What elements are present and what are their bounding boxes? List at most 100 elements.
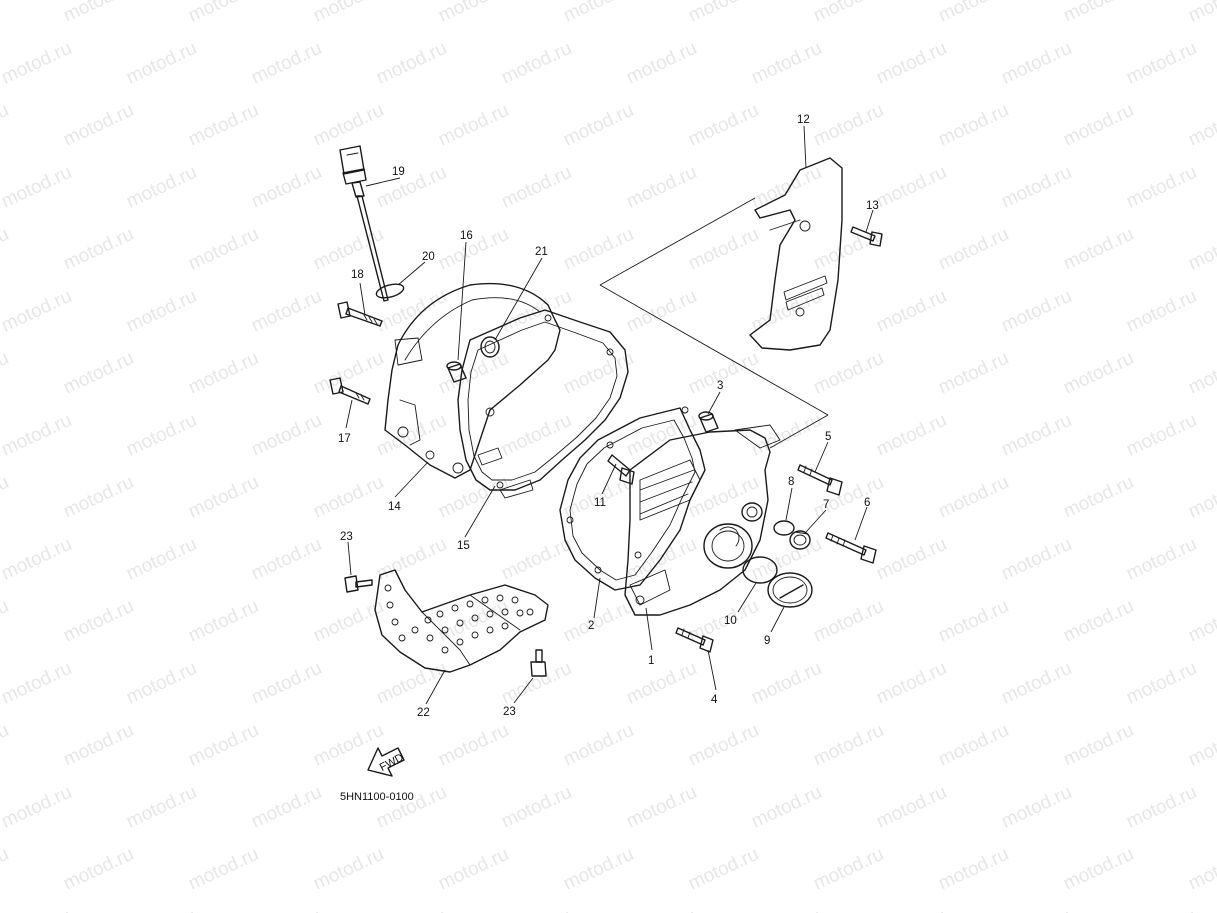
watermark-text: motod.ru: [185, 100, 262, 151]
watermark-text: motod.ru: [1123, 534, 1200, 585]
watermark-text: motod.ru: [0, 100, 12, 151]
bolt-part-18: [337, 301, 383, 327]
o-ring-part-8: [773, 520, 795, 536]
callout-17: 17: [338, 433, 351, 445]
callout-21: 21: [535, 246, 548, 258]
o-ring-part-20: [375, 283, 405, 299]
watermark-text: motod.ru: [810, 720, 887, 771]
callout-23-upper: 23: [340, 531, 353, 543]
watermark-text: motod.ru: [0, 720, 12, 771]
watermark-text: motod.ru: [935, 472, 1012, 523]
bolt-part-4: [675, 627, 714, 653]
watermark-text: motod.ru: [623, 534, 700, 585]
watermark-text: motod.ru: [0, 348, 12, 399]
watermark-text: motod.ru: [498, 38, 575, 89]
watermark-text: motod.ru: [685, 844, 762, 895]
watermark-text: motod.ru: [373, 162, 450, 213]
watermark-text: motod.ru: [935, 224, 1012, 275]
watermark-text: motod.ru: [1185, 720, 1217, 771]
callout-16: 16: [460, 230, 473, 242]
watermark-text: motod.ru: [748, 38, 825, 89]
crankcase-cover-part-14: [384, 282, 561, 479]
watermark-text: motod.ru: [0, 472, 12, 523]
watermark-text: motod.ru: [998, 162, 1075, 213]
watermark-text: motod.ru: [310, 348, 387, 399]
watermark-text: motod.ru: [1185, 596, 1217, 647]
watermark-text: motod.ru: [123, 658, 200, 709]
watermark-text: motod.ru: [623, 286, 700, 337]
part-code: 5HN1100-0100: [340, 791, 414, 803]
watermark-text: motod.ru: [373, 410, 450, 461]
watermark-text: motod.ru: [435, 100, 512, 151]
watermark-text: motod.ru: [1123, 906, 1200, 913]
watermark-text: motod.ru: [560, 0, 637, 27]
watermark-text: motod.ru: [498, 162, 575, 213]
watermark-text: motod.ru: [935, 0, 1012, 27]
watermark-text: motod.ru: [1060, 0, 1137, 27]
watermark-text: motod.ru: [60, 0, 137, 27]
callout-7: 7: [823, 499, 829, 511]
watermark-text: motod.ru: [373, 906, 450, 913]
watermark-text: motod.ru: [998, 38, 1075, 89]
watermark-text: motod.ru: [560, 596, 637, 647]
bolt-part-17: [329, 377, 371, 405]
watermark-text: motod.ru: [435, 224, 512, 275]
watermark-text: motod.ru: [0, 162, 75, 213]
watermark-text: motod.ru: [748, 782, 825, 833]
watermark-text: motod.ru: [435, 472, 512, 523]
watermark-text: motod.ru: [185, 224, 262, 275]
watermark-text: motod.ru: [248, 410, 325, 461]
callout-2: 2: [588, 620, 594, 632]
watermark-text: motod.ru: [310, 844, 387, 895]
watermark-text: motod.ru: [1123, 38, 1200, 89]
pin-part-11: [607, 454, 635, 485]
callout-23-lower: 23: [503, 706, 516, 718]
watermark-text: motod.ru: [0, 906, 75, 913]
watermark-text: motod.ru: [373, 658, 450, 709]
cap-part-9: [767, 572, 813, 608]
watermark-text: motod.ru: [123, 286, 200, 337]
dowel-pin-part-3: [698, 411, 719, 433]
watermark-text: motod.ru: [873, 534, 950, 585]
callout-14: 14: [388, 501, 401, 513]
watermark-text: motod.ru: [248, 782, 325, 833]
callout-labels: 19 20 18 16 21 17 14 15 12 13 3 11 5 8 7…: [338, 114, 879, 719]
bolt-part-23-lower: [530, 649, 547, 677]
watermark-text: motod.ru: [248, 162, 325, 213]
watermark-text: motod.ru: [123, 162, 200, 213]
watermark-text: motod.ru: [685, 0, 762, 27]
plug-part-7: [789, 530, 811, 550]
callout-12: 12: [797, 114, 810, 126]
watermark-text: motod.ru: [685, 100, 762, 151]
watermark-text: motod.ru: [498, 906, 575, 913]
watermark-text: motod.ru: [123, 38, 200, 89]
watermark-text: motod.ru: [185, 596, 262, 647]
watermark-text: motod.ru: [685, 224, 762, 275]
watermark-text: motod.ru: [1185, 224, 1217, 275]
watermark-text: motod.ru: [373, 286, 450, 337]
watermark-text: motod.ru: [60, 224, 137, 275]
watermark-text: motod.ru: [0, 286, 75, 337]
callout-4: 4: [711, 694, 718, 706]
bolt-part-5: [797, 464, 843, 496]
callout-5: 5: [825, 431, 831, 443]
callout-18: 18: [351, 269, 364, 281]
callout-11: 11: [594, 497, 606, 509]
watermark-text: motod.ru: [1060, 472, 1137, 523]
callout-20: 20: [422, 251, 435, 263]
bolt-part-13: [850, 226, 883, 247]
watermark-text: motod.ru: [185, 348, 262, 399]
watermark-text: motod.ru: [248, 906, 325, 913]
callout-1: 1: [648, 655, 654, 667]
reference-lines: [599, 197, 829, 449]
watermark-text: motod.ru: [623, 162, 700, 213]
watermark-text: motod.ru: [435, 844, 512, 895]
callout-19: 19: [392, 166, 405, 178]
watermark-text: motod.ru: [1185, 0, 1217, 27]
watermark-text: motod.ru: [810, 224, 887, 275]
watermark-text: motod.ru: [1060, 224, 1137, 275]
watermark-text: motod.ru: [310, 720, 387, 771]
watermark-text: motod.ru: [873, 906, 950, 913]
watermark-text: motod.ru: [185, 0, 262, 27]
